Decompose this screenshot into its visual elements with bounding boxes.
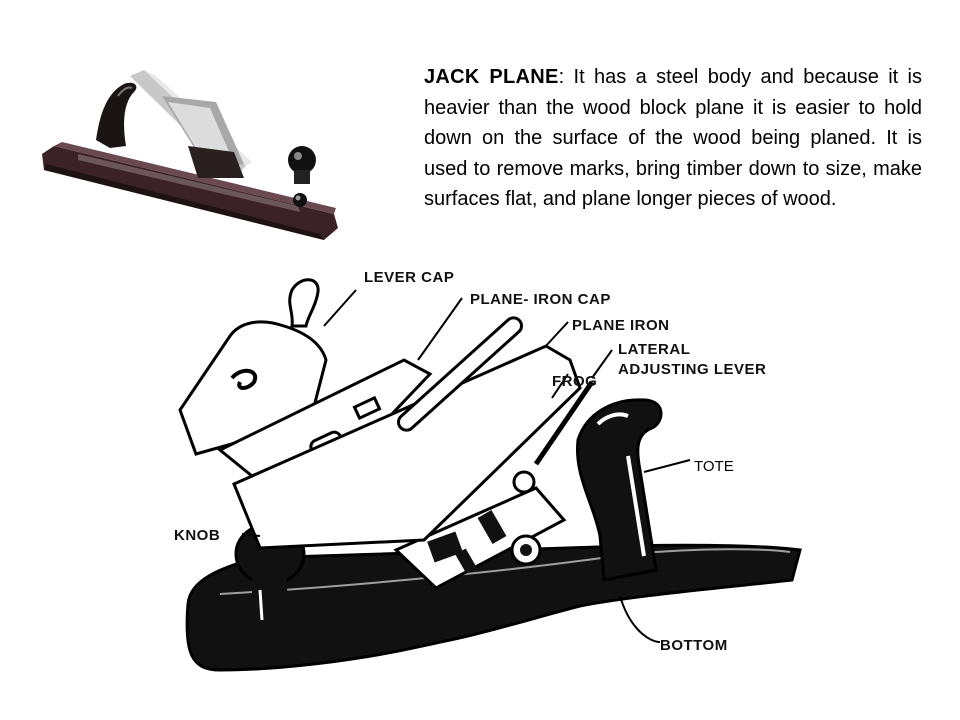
label-tote: TOTE [694,458,734,475]
lateral-adjusting-lever [533,380,595,466]
jack-plane-description: JACK PLANE: It has a steel body and beca… [424,62,922,215]
label-frog: FROG [552,373,597,390]
plane-iron-cap [217,358,433,478]
label-plane-iron: PLANE IRON [572,317,670,334]
label-bottom: BOTTOM [660,637,728,654]
exploded-diagram: LEVER CAP PLANE- IRON CAP PLANE IRON LAT… [174,269,802,672]
label-lateral-line2: ADJUSTING LEVER [618,361,766,378]
frog [393,486,567,590]
jack-plane-photo [42,70,338,240]
label-lever-cap: LEVER CAP [364,269,454,286]
description-body: : It has a steel body and because it is … [424,66,922,210]
label-lateral-line1: LATERAL [618,341,690,358]
description-term: JACK PLANE [424,66,559,88]
label-knob: KNOB [174,527,220,544]
label-plane-iron-cap: PLANE- IRON CAP [470,291,611,308]
